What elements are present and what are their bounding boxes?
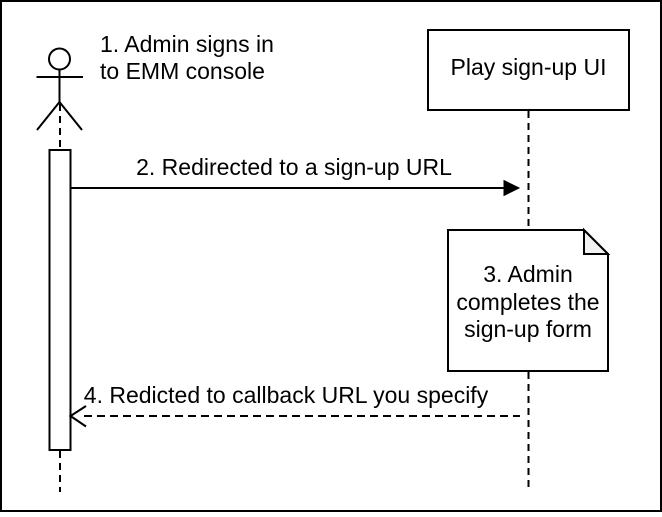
step4-message-label: 4. Redicted to callback URL you specify <box>84 382 489 408</box>
actor-left-leg-icon <box>36 101 61 131</box>
step3-note-line2: completes the <box>456 289 599 315</box>
participant-label: Play sign-up UI <box>451 54 607 80</box>
step2-message-label: 2. Redirected to a sign-up URL <box>136 154 452 180</box>
note-outline <box>447 229 609 372</box>
step4-open-arrowhead-icon <box>68 405 87 428</box>
note-shape: 3. Admin completes the sign-up form <box>447 227 611 372</box>
actor-figure-icon <box>36 47 83 131</box>
step1-label-line1: 1. Admin signs in <box>100 31 274 57</box>
step3-note-line3: sign-up form <box>464 316 592 342</box>
step3-note-line1: 3. Admin <box>483 261 573 287</box>
actor-head-icon <box>48 47 71 71</box>
step1-label-line2: to EMM console <box>100 58 265 84</box>
actor-activation-bar <box>48 149 72 451</box>
actor-right-leg-icon <box>58 101 83 131</box>
participant-box <box>427 29 630 111</box>
step2-arrowhead-icon <box>503 179 521 197</box>
note-fold-corner-icon <box>583 227 611 255</box>
